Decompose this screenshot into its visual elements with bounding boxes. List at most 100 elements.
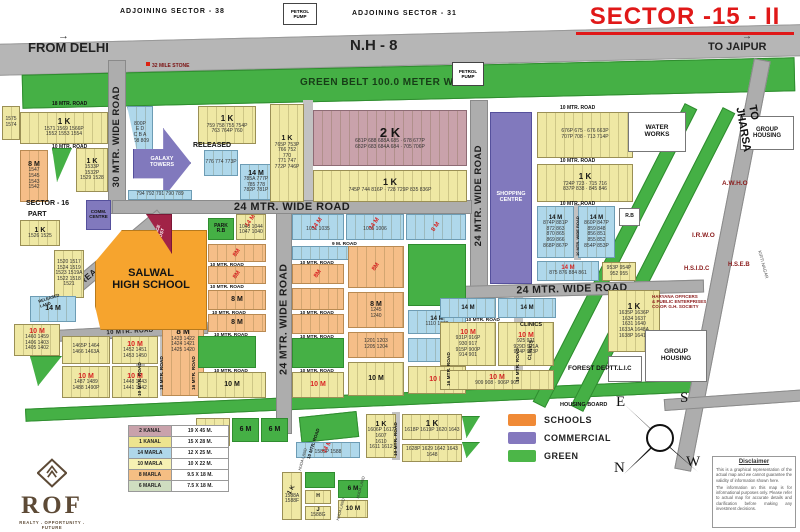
map-label: 10 MTR. ROAD — [466, 318, 500, 323]
disclaimer-paragraph-1: This is a graphical representation of th… — [716, 467, 792, 483]
plot-type: 6 MARLA — [128, 480, 172, 492]
map-label: 10 MTR. ROAD — [212, 311, 246, 316]
rof-logo: ROF REALTY . OPPORTUNITY . FUTURE — [12, 458, 92, 530]
petrol-pump-belt: PETROL PUMP — [452, 62, 484, 86]
plot-block-label: PARK R.B — [214, 222, 228, 234]
plot-block: 794 792 791 790 789 — [128, 190, 192, 200]
map-label: CLINICS — [520, 322, 542, 328]
plot-block-label: SHOPPING CENTRE — [496, 191, 526, 203]
plot-block: GROUP HOUSING — [645, 330, 707, 382]
plot-dimensions: 9.5 X 18 M. — [171, 469, 229, 481]
plot-block: 1201 1203 1205 1204 — [348, 332, 404, 358]
road-label: 24 MTR. WIDE ROAD — [277, 263, 290, 375]
plot-numbers: 759 758 755 754P 763 764P 760 — [206, 122, 248, 135]
plot-block-label: 8 M — [28, 161, 40, 169]
plot-numbers: 1043 1044 1047 1040 — [239, 223, 263, 236]
map-label: KIRTI NAGAR — [757, 250, 770, 280]
legend-item: GREEN — [508, 450, 611, 462]
plot-block-label: WATER WORKS — [644, 124, 670, 138]
plot-block: SHOPPING CENTRE — [490, 112, 532, 284]
map-label: SECTOR - 16 — [26, 200, 70, 207]
plot-block — [298, 411, 360, 443]
plot-block: 10 M — [198, 372, 266, 398]
plot-block: 6 M — [261, 418, 288, 442]
plot-numbers: 745P 744 816P · 728 729P 835 836P — [348, 186, 432, 193]
map-label: 9 M. ROAD — [332, 242, 357, 247]
plot-block-label: COMM. CENTRE — [89, 209, 108, 219]
plot-numbers: 800P E D C B A 808 809 — [130, 120, 150, 144]
plot-dimensions: 7.5 X 18 M. — [171, 480, 229, 492]
plot-block-label: GROUP HOUSING — [752, 126, 781, 139]
map-label: A.W.H.O — [722, 180, 748, 187]
map-label: 10 MTR. ROAD — [560, 201, 596, 207]
plot-block: 8M — [348, 246, 404, 288]
from-delhi-label: FROM DELHI — [28, 40, 109, 55]
plot-block-label: 1 K — [382, 177, 397, 188]
plot-numbers: 1452 1451 1453 1450 — [123, 347, 147, 359]
road — [303, 100, 313, 202]
plot-numbers: 953P 954P 952 955 — [606, 264, 632, 277]
plot-numbers: 1628P 1629 1642 1643 1648 — [406, 446, 458, 458]
map-label: 16 MTR. ROAD — [192, 356, 197, 390]
road-label: 30 MTR. WIDE ROAD — [111, 86, 123, 188]
plot-block-label: 10 M — [29, 327, 45, 335]
plot-block — [198, 336, 256, 368]
road: 24 MTR. WIDE ROAD — [470, 100, 488, 292]
plot-block-label: 1 K — [57, 117, 71, 127]
map-label: 10 MTR. ROAD — [210, 285, 244, 290]
plot-block: 676P 675 · 676 663P 707P 708 · 713 714P — [537, 112, 633, 158]
plot-numbers: 724P 723 · 715 716 837P 838 · 845 846 — [563, 180, 607, 193]
plot-block-label: 6 M — [239, 426, 252, 434]
map-label: HARYANA OFFICERS & PUBLIC ENTERPRISES CO… — [652, 294, 707, 310]
compass-e: E — [616, 394, 626, 410]
plot-block-label: 2 K — [379, 124, 401, 140]
petrol-pump-top: PETROL PUMP — [283, 3, 317, 25]
plot-block-label: J — [316, 507, 320, 514]
plot-block-label: 14 M — [248, 169, 264, 177]
plot-type: 1 KANAL — [128, 436, 172, 448]
map-label: 18 MTR. ROAD — [160, 356, 165, 390]
plot-dimensions: 15 X 28 M. — [171, 436, 229, 448]
plot-block — [292, 314, 344, 334]
adjoining-sector-38-label: ADJOINING SECTOR - 38 — [120, 8, 225, 15]
legend-label: SCHOOLS — [544, 415, 593, 425]
road — [136, 332, 145, 398]
plot-block: 6 M — [338, 480, 368, 498]
plot-block: 8 M — [406, 214, 466, 240]
map-label: PART — [28, 211, 47, 218]
milestone-dot-icon — [146, 62, 150, 66]
plot-block-label: GALAXY TOWERS — [149, 156, 175, 168]
plot-block: 8M — [292, 264, 344, 284]
plot-numbers: 1618P 1619P 1620 1643 — [404, 427, 460, 434]
map-label: 10 MTR. ROAD — [214, 333, 248, 338]
legend-swatch — [508, 432, 536, 444]
plot-block-label: 10 M — [368, 375, 384, 383]
plot-block: 8M — [208, 244, 266, 262]
legend: SCHOOLS COMMERCIAL GREEN — [508, 414, 611, 468]
legend-item: SCHOOLS — [508, 414, 611, 426]
plot-block — [52, 148, 72, 182]
disclaimer-box: Disclaimer This is a graphical represent… — [712, 456, 796, 528]
map-label: 10 MTR. ROAD — [560, 158, 596, 164]
plot-numbers: 1245 1240 — [370, 307, 382, 319]
map-label: 16 MTR. ROAD — [447, 352, 452, 386]
map-label: HOUSING BOARD — [560, 402, 608, 408]
plot-block: PARK R.B — [208, 218, 234, 240]
legend-item: COMMERCIAL — [508, 432, 611, 444]
plot-block-label: 1 K — [220, 114, 234, 124]
plot-numbers: 1589P 1588 — [314, 449, 342, 456]
plot-block-label: 8 M — [176, 327, 190, 337]
plot-dimensions: 10 X 22 M. — [171, 458, 229, 470]
